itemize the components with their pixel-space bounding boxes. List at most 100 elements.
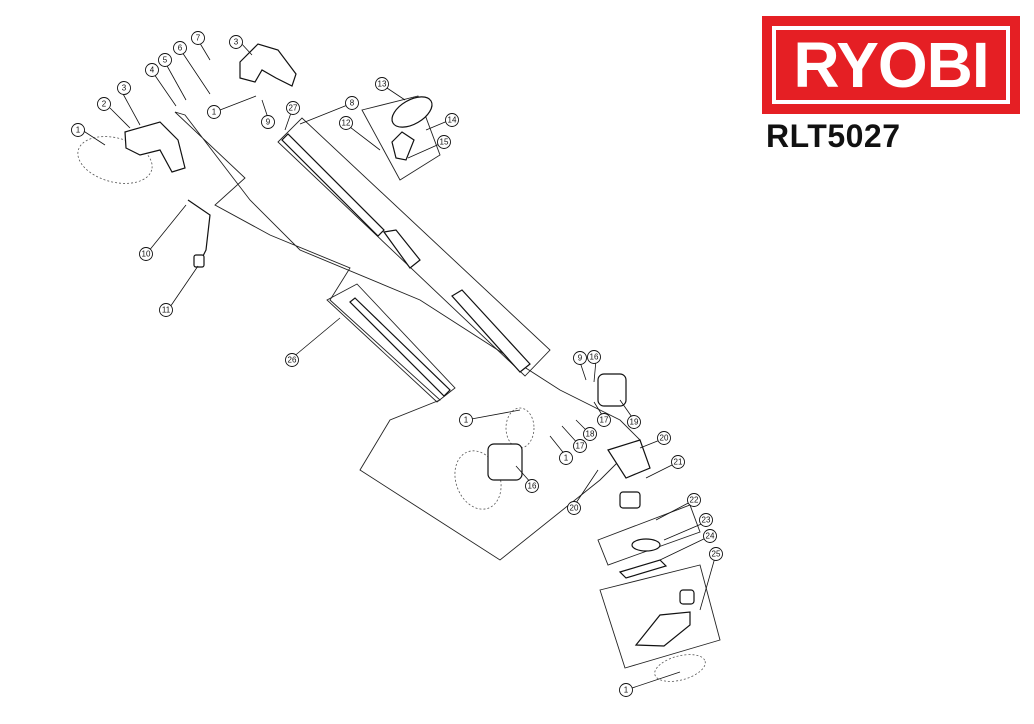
callout-circle [191, 31, 205, 45]
model-number: RLT5027 [766, 118, 901, 154]
callout-circle [139, 247, 153, 261]
callout-number: 23 [702, 516, 711, 525]
callout-circle [117, 81, 131, 95]
callout-circle [97, 97, 111, 111]
callout-circle [703, 529, 717, 543]
callout-number: 12 [342, 119, 351, 128]
callout-circle [339, 116, 353, 130]
handle-group-box [361, 95, 441, 181]
callout-circle [699, 513, 713, 527]
callout-circle [261, 115, 275, 129]
callout-number: 17 [576, 442, 585, 451]
callout-number: 13 [378, 80, 387, 89]
callout-circle [159, 303, 173, 317]
top-handle-part [239, 43, 297, 87]
callout-number: 1 [212, 108, 217, 117]
cable-cover-box [326, 283, 456, 403]
callout-circle [657, 431, 671, 445]
callout-circle [709, 547, 723, 561]
callout-circle [573, 439, 587, 453]
callout-number: 19 [630, 418, 639, 427]
callout-circle [525, 479, 539, 493]
callout-number: 18 [586, 430, 595, 439]
callout-number: 26 [288, 356, 297, 365]
callout-number: 1 [564, 454, 569, 463]
callout-circle [597, 413, 611, 427]
callout-number: 1 [464, 416, 469, 425]
callout-number: 20 [660, 434, 669, 443]
callout-circle [285, 353, 299, 367]
callout-circle [207, 105, 221, 119]
callout-circle [619, 683, 633, 697]
callout-number: 3 [122, 84, 127, 93]
shaft-tube-box [277, 117, 551, 377]
callout-number: 1 [76, 126, 81, 135]
callout-circle [437, 135, 451, 149]
shaft-part [281, 133, 385, 237]
cable-plug-part [193, 254, 205, 268]
callout-number: 25 [712, 550, 721, 559]
callout-circle [375, 77, 389, 91]
callout-number: 24 [706, 532, 715, 541]
line-spool-part [618, 559, 668, 579]
callout-number: 27 [289, 104, 298, 113]
callout-number: 14 [448, 116, 457, 125]
callout-number: 11 [162, 306, 171, 315]
callout-circle [587, 350, 601, 364]
callout-circle [687, 493, 701, 507]
callout-number: 1 [624, 686, 629, 695]
label-area-1 [77, 136, 153, 184]
aux-clamp-part [391, 131, 415, 161]
callout-circle [286, 101, 300, 115]
callout-number: 2 [102, 100, 107, 109]
shaft-outline [174, 111, 641, 561]
spool-part [631, 538, 661, 552]
callout-number: 10 [142, 250, 151, 259]
label-area-4 [654, 654, 706, 682]
callout-circle [158, 53, 172, 67]
lower-shaft-part [451, 289, 531, 373]
guard-cap-part [679, 589, 695, 605]
callout-number: 16 [590, 353, 599, 362]
callout-number: 17 [600, 416, 609, 425]
callout-circle [627, 415, 641, 429]
motor-housing-right [597, 373, 627, 407]
callout-circle [145, 63, 159, 77]
guard-box [599, 564, 721, 669]
logo-text: RYOBI [793, 29, 989, 101]
callout-circle [229, 35, 243, 49]
callout-number: 7 [196, 34, 201, 43]
callout-circle [345, 96, 359, 110]
callout-number: 15 [440, 138, 449, 147]
callout-number: 21 [674, 458, 683, 467]
callout-number: 9 [266, 118, 271, 127]
callout-circle [71, 123, 85, 137]
head-housing-part [607, 439, 651, 479]
label-area-3 [505, 407, 535, 449]
motor-housing-left [487, 443, 523, 481]
callout-number: 3 [234, 38, 239, 47]
callout-circle [567, 501, 581, 515]
cable-part [187, 199, 211, 263]
logo-frame: RYOBI [772, 26, 1010, 104]
spool-box [597, 504, 701, 566]
callout-circle [671, 455, 685, 469]
callout-number: 9 [578, 354, 583, 363]
ryobi-logo: RYOBI [762, 16, 1020, 114]
coupler-part [382, 229, 421, 269]
callout-number: 6 [178, 44, 183, 53]
rear-handle-part [124, 121, 186, 173]
gear-part [619, 491, 641, 509]
callout-circle [573, 351, 587, 365]
callout-circle [445, 113, 459, 127]
cable-cover-part [349, 297, 451, 397]
callout-number: 20 [570, 504, 579, 513]
aux-handle-part [391, 96, 433, 128]
callout-number: 5 [163, 56, 168, 65]
callout-number: 4 [150, 66, 155, 75]
callout-number: 22 [690, 496, 699, 505]
callout-number: 16 [528, 482, 537, 491]
callout-circle [583, 427, 597, 441]
callout-circle [459, 413, 473, 427]
